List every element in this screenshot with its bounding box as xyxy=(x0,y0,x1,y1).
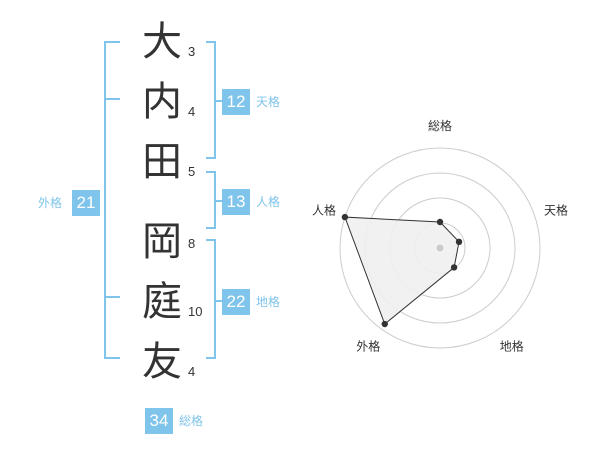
radar-axis-label-4: 外格 xyxy=(356,339,380,354)
jinkaku-label: 人格 xyxy=(256,195,281,209)
stroke-count-6: 4 xyxy=(188,364,196,379)
radar-point-1 xyxy=(436,218,444,226)
stroke-count-1: 3 xyxy=(188,44,196,59)
name-char-5: 庭 xyxy=(142,279,182,325)
tenkaku-badge: 12 xyxy=(222,89,250,115)
radar-axis-label-3: 地格 xyxy=(500,339,524,354)
radar-point-5 xyxy=(341,213,349,221)
gaikaku-label: 外格 xyxy=(38,196,63,210)
radar-axis-label-1: 総格 xyxy=(428,118,452,133)
gaikaku-tick-upper xyxy=(104,98,120,100)
stroke-count-5: 10 xyxy=(188,304,203,319)
name-char-4: 岡 xyxy=(142,219,182,265)
radar-point-4 xyxy=(381,320,388,328)
chikaku-tick xyxy=(214,300,222,302)
radar-ring-4 xyxy=(339,147,541,349)
radar-area xyxy=(344,216,460,325)
name-char-3: 田 xyxy=(142,139,182,185)
gaikaku-bracket xyxy=(104,41,120,359)
chikaku-badge: 22 xyxy=(222,289,250,315)
stroke-count-3: 5 xyxy=(188,164,196,179)
jinkaku-badge: 13 xyxy=(222,189,250,215)
radar-point-2 xyxy=(455,238,463,246)
name-char-1: 大 xyxy=(142,19,182,65)
jinkaku-tick xyxy=(214,200,222,202)
stroke-count-2: 4 xyxy=(188,104,196,119)
tenkaku-tick xyxy=(214,100,222,102)
radar-points xyxy=(341,213,463,328)
tenkaku-label: 天格 xyxy=(256,95,281,109)
gaikaku-badge: 21 xyxy=(72,190,100,216)
gaikaku-tick-lower xyxy=(104,296,120,298)
radar-axis-label-5: 人格 xyxy=(312,202,336,217)
soukaku-badge: 34 xyxy=(145,408,173,434)
stroke-count-4: 8 xyxy=(188,236,196,251)
radar-point-3 xyxy=(450,264,458,271)
chikaku-bracket xyxy=(206,239,216,359)
radar-axis-label-2: 天格 xyxy=(544,202,568,217)
name-char-2: 内 xyxy=(142,79,182,125)
name-char-6: 友 xyxy=(142,339,182,385)
chikaku-label: 地格 xyxy=(256,295,281,309)
radar-center-dot xyxy=(436,244,444,252)
soukaku-label: 総格 xyxy=(179,414,204,428)
